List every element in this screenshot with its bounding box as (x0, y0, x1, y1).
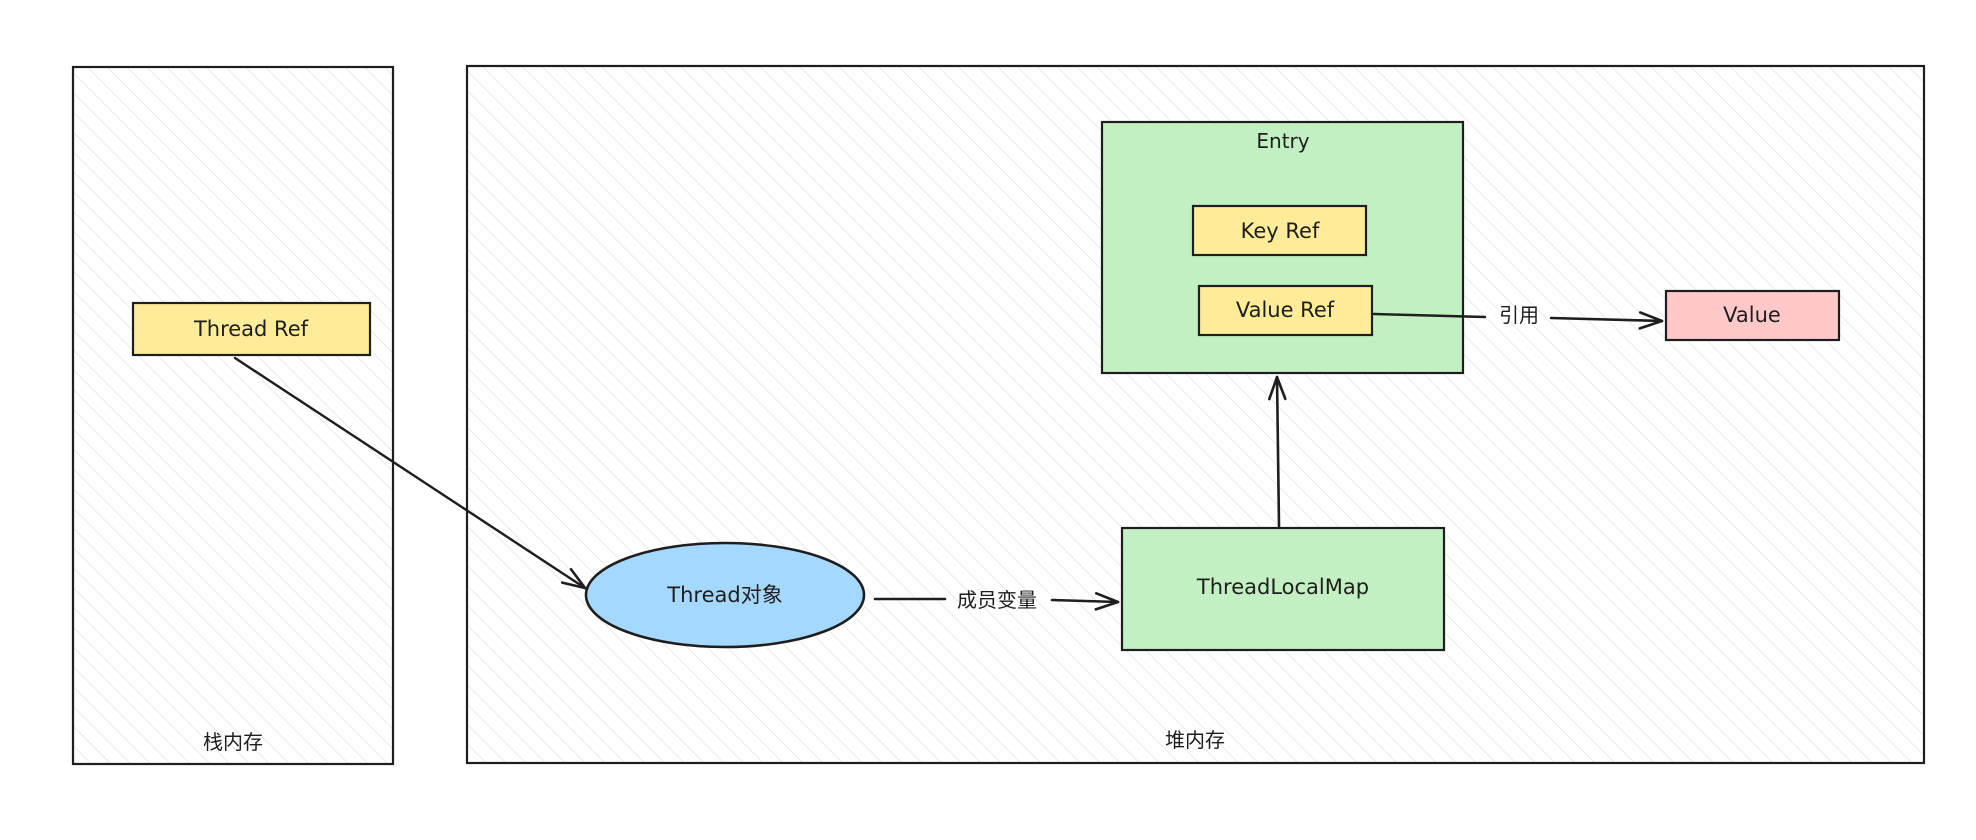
stack-region: 栈内存 (71, 65, 395, 766)
thread-local-map-label: ThreadLocalMap (1196, 575, 1369, 599)
value-node: Value (1664, 289, 1841, 342)
arrow-thread-ref-to-thread-object (233, 356, 587, 590)
reference-edge-label: 引用 (1499, 303, 1539, 327)
member-variable-edge-label: 成员变量 (957, 588, 1037, 612)
arrow-value-ref-to-value (1372, 312, 1487, 319)
thread-ref-node: Thread Ref (131, 301, 372, 357)
key-ref-node: Key Ref (1191, 204, 1368, 257)
arrow-thread-object-to-map-head (1050, 592, 1120, 611)
value-label: Value (1723, 303, 1781, 327)
heap-region-label: 堆内存 (1165, 728, 1225, 752)
arrow-map-to-entry (1267, 375, 1287, 528)
arrow-value-ref-to-value-head (1549, 311, 1664, 330)
thread-local-map-node: ThreadLocalMap (1120, 526, 1446, 652)
key-ref-label: Key Ref (1241, 219, 1320, 243)
thread-object-node: Thread对象 (584, 541, 866, 649)
stack-region-label: 栈内存 (203, 730, 263, 754)
value-ref-node: Value Ref (1197, 284, 1374, 337)
thread-object-label: Thread对象 (666, 583, 782, 607)
entry-label: Entry (1256, 129, 1309, 153)
value-ref-label: Value Ref (1236, 298, 1335, 322)
thread-ref-label: Thread Ref (193, 317, 309, 341)
